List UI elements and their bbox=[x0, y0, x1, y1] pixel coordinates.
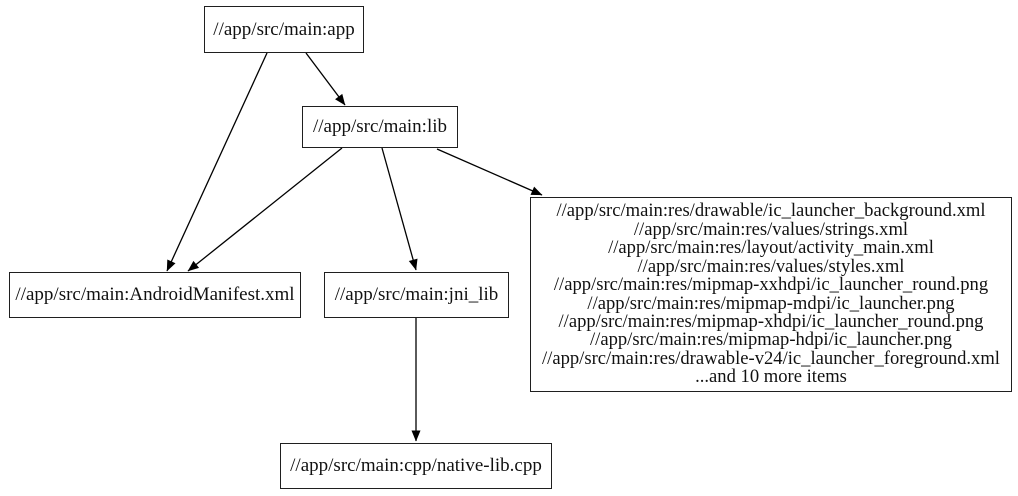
resource-line: //app/src/main:res/values/strings.xml bbox=[633, 218, 909, 240]
edge-app-to-manifest bbox=[166, 52, 268, 272]
node-jni-lib: //app/src/main:jni_lib bbox=[324, 272, 509, 318]
resource-line-more: ...and 10 more items bbox=[695, 366, 847, 388]
resource-line: //app/src/main:res/mipmap-xxhdpi/ic_laun… bbox=[553, 274, 989, 296]
resource-line: //app/src/main:res/mipmap-xhdpi/ic_launc… bbox=[558, 310, 984, 332]
node-native-lib-cpp-label: //app/src/main:cpp/native-lib.cpp bbox=[290, 455, 542, 476]
node-app: //app/src/main:app bbox=[204, 6, 364, 53]
node-app-label: //app/src/main:app bbox=[213, 18, 355, 40]
resource-line: //app/src/main:res/drawable/ic_launcher_… bbox=[556, 200, 986, 222]
node-lib-label: //app/src/main:lib bbox=[312, 116, 448, 137]
resource-line: //app/src/main:res/mipmap-mdpi/ic_launch… bbox=[587, 292, 955, 314]
node-jni-lib-label: //app/src/main:jni_lib bbox=[334, 284, 499, 305]
resource-line: //app/src/main:res/mipmap-hdpi/ic_launch… bbox=[590, 329, 952, 351]
node-lib: //app/src/main:lib bbox=[302, 106, 458, 148]
resource-line: //app/src/main:res/drawable-v24/ic_launc… bbox=[542, 347, 1000, 369]
edge-lib-to-manifest bbox=[187, 147, 343, 272]
edge-lib-to-jni-lib bbox=[381, 147, 418, 271]
resource-line: //app/src/main:res/layout/activity_main.… bbox=[608, 237, 934, 259]
edge-lib-to-resources bbox=[436, 148, 543, 196]
resource-line: //app/src/main:res/values/styles.xml bbox=[637, 255, 905, 277]
node-resources-group: //app/src/main:res/drawable/ic_launcher_… bbox=[530, 197, 1012, 392]
node-native-lib-cpp: //app/src/main:cpp/native-lib.cpp bbox=[280, 443, 552, 489]
node-android-manifest-label: //app/src/main:AndroidManifest.xml bbox=[15, 284, 295, 305]
edge-app-to-lib bbox=[305, 52, 346, 106]
node-android-manifest: //app/src/main:AndroidManifest.xml bbox=[9, 272, 301, 318]
